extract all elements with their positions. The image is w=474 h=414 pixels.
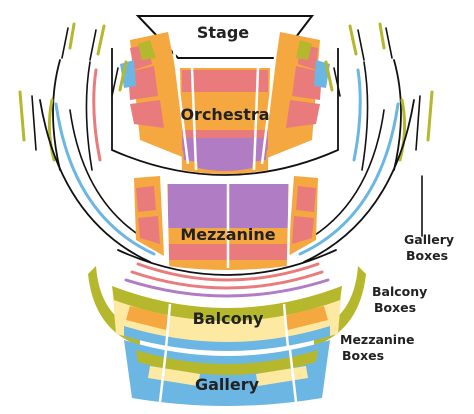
balcony-boxes-label: Balcony Boxes	[372, 284, 427, 315]
cross-aisle-rows	[117, 249, 337, 298]
svg-text:Boxes: Boxes	[342, 348, 384, 363]
orchestra-outline	[111, 48, 339, 176]
stage-label: Stage	[197, 23, 249, 42]
balcony-label: Balcony	[193, 309, 264, 328]
orchestra-boxes-left[interactable]	[18, 22, 128, 171]
mezzanine-boxes-label: Mezzanine Boxes	[340, 332, 414, 363]
balcony-section[interactable]: Balcony	[88, 266, 366, 351]
orchestra-label: Orchestra	[180, 105, 269, 124]
gallery-boxes-label: Gallery Boxes	[404, 232, 454, 263]
mezzanine-boxes[interactable]	[39, 99, 423, 263]
mezzanine-label: Mezzanine	[180, 225, 275, 244]
gallery-section[interactable]: Gallery	[124, 340, 330, 406]
svg-text:Balcony: Balcony	[372, 284, 427, 299]
orchestra-section[interactable]: Orchestra	[111, 32, 339, 176]
svg-text:Mezzanine: Mezzanine	[340, 332, 414, 347]
orchestra-boxes-right[interactable]	[324, 22, 434, 171]
mezzanine-section[interactable]: Mezzanine	[134, 176, 318, 270]
svg-text:Boxes: Boxes	[406, 248, 448, 263]
svg-text:Gallery: Gallery	[404, 232, 454, 247]
svg-text:Boxes: Boxes	[374, 300, 416, 315]
gallery-label: Gallery	[195, 375, 260, 394]
